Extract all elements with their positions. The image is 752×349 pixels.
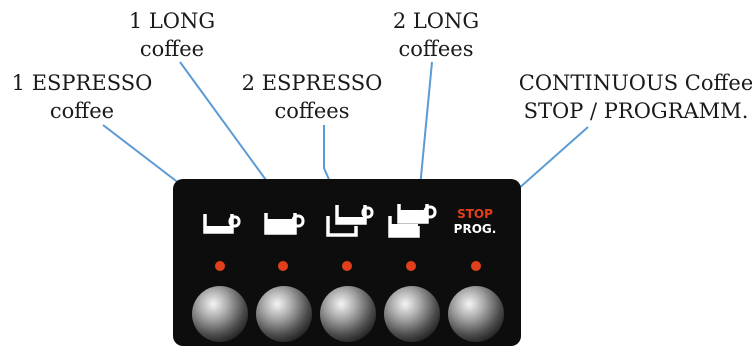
single-cup-full-icon	[264, 213, 305, 235]
led-one-long	[278, 261, 288, 271]
label-continuous-line2: STOP / PROGRAMM.	[524, 99, 749, 123]
single-cup-icon	[203, 214, 241, 234]
led-continuous	[471, 261, 481, 271]
label-two-espresso-line2: coffees	[275, 99, 350, 123]
label-two-espresso-line1: 2 ESPRESSO	[242, 71, 383, 95]
continuous-stop-prog-button[interactable]	[448, 286, 504, 342]
label-two-long-line1: 2 LONG	[393, 9, 479, 33]
led-indicators	[215, 261, 481, 271]
label-one-espresso: 1 ESPRESSO coffee	[12, 71, 153, 123]
led-two-long	[406, 261, 416, 271]
label-two-espresso: 2 ESPRESSO coffees	[242, 71, 383, 123]
label-two-long-line2: coffees	[399, 37, 474, 61]
label-one-long-line2: coffee	[140, 37, 204, 61]
double-cup-full-icon	[388, 204, 437, 238]
prog-label: PROG.	[454, 222, 497, 236]
led-two-espresso	[342, 261, 352, 271]
led-one-espresso	[215, 261, 225, 271]
label-continuous-line1: CONTINUOUS Coffee	[519, 71, 752, 95]
label-one-espresso-line2: coffee	[50, 99, 114, 123]
label-two-long: 2 LONG coffees	[393, 9, 479, 61]
label-one-espresso-line1: 1 ESPRESSO	[12, 71, 153, 95]
double-cup-icon	[326, 205, 374, 237]
label-one-long: 1 LONG coffee	[129, 9, 215, 61]
one-long-button[interactable]	[256, 286, 312, 342]
two-long-button[interactable]	[384, 286, 440, 342]
one-espresso-button[interactable]	[192, 286, 248, 342]
two-espresso-button[interactable]	[320, 286, 376, 342]
stop-label: STOP	[457, 207, 493, 221]
label-continuous: CONTINUOUS Coffee STOP / PROGRAMM.	[519, 71, 752, 123]
label-one-long-line1: 1 LONG	[129, 9, 215, 33]
